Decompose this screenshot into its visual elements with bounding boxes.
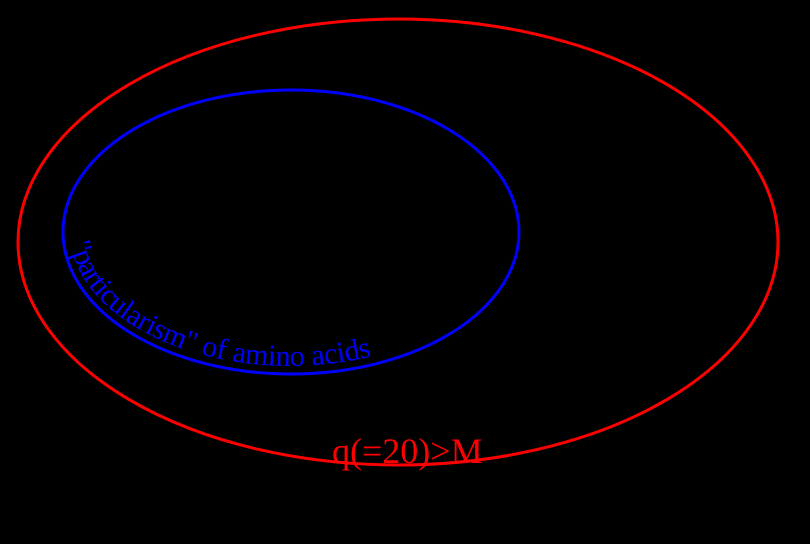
- outer-ellipse: [16, 17, 780, 467]
- outer-ellipse-label: q(=20)>M: [332, 431, 483, 471]
- inner-ellipse-label: "particularism" of amino acids: [64, 237, 374, 373]
- inner-ellipse: [61, 88, 521, 376]
